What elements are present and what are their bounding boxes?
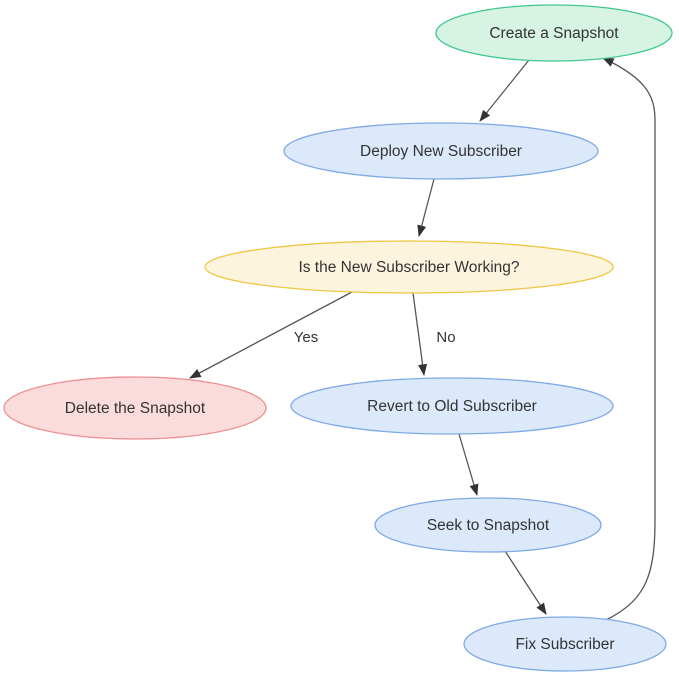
- edge-labels-layer: Yes No: [294, 329, 456, 346]
- node-delete-the-snapshot[interactable]: Delete the Snapshot: [3, 376, 267, 440]
- edge-fix-subscriber-to-create-snapshot: [602, 57, 656, 621]
- node-deploy-new-subscriber[interactable]: Deploy New Subscriber: [283, 122, 599, 180]
- edge-is-new-subscriber-working-to-revert-to-old-subscriber: [412, 292, 428, 377]
- edge-label-no: No: [436, 329, 455, 346]
- node-seek-to-snapshot[interactable]: Seek to Snapshot: [374, 497, 602, 553]
- node-shape-fix-subscriber[interactable]: [463, 616, 667, 672]
- edge-label-yes: Yes: [294, 329, 318, 346]
- node-is-new-subscriber-working[interactable]: Is the New Subscriber Working?: [204, 240, 614, 294]
- node-revert-to-old-subscriber[interactable]: Revert to Old Subscriber: [290, 377, 614, 435]
- node-shape-revert-to-old-subscriber[interactable]: [290, 377, 614, 435]
- node-shape-delete-the-snapshot[interactable]: [3, 376, 267, 440]
- node-shape-is-new-subscriber-working[interactable]: [204, 240, 614, 294]
- edge-revert-to-old-subscriber-to-seek-to-snapshot: [458, 433, 479, 496]
- edge-seek-to-snapshot-to-fix-subscriber: [504, 550, 547, 615]
- node-shape-deploy-new-subscriber[interactable]: [283, 122, 599, 180]
- node-fix-subscriber[interactable]: Fix Subscriber: [463, 616, 667, 672]
- edge-create-snapshot-to-deploy-new-subscriber: [479, 59, 530, 122]
- node-shape-seek-to-snapshot[interactable]: [374, 497, 602, 553]
- edge-is-new-subscriber-working-to-delete-the-snapshot: [189, 291, 353, 379]
- node-shape-create-snapshot[interactable]: [435, 4, 673, 62]
- edge-deploy-new-subscriber-to-is-new-subscriber-working: [417, 178, 435, 238]
- node-create-snapshot[interactable]: Create a Snapshot: [435, 4, 673, 62]
- edges-layer: [189, 57, 656, 621]
